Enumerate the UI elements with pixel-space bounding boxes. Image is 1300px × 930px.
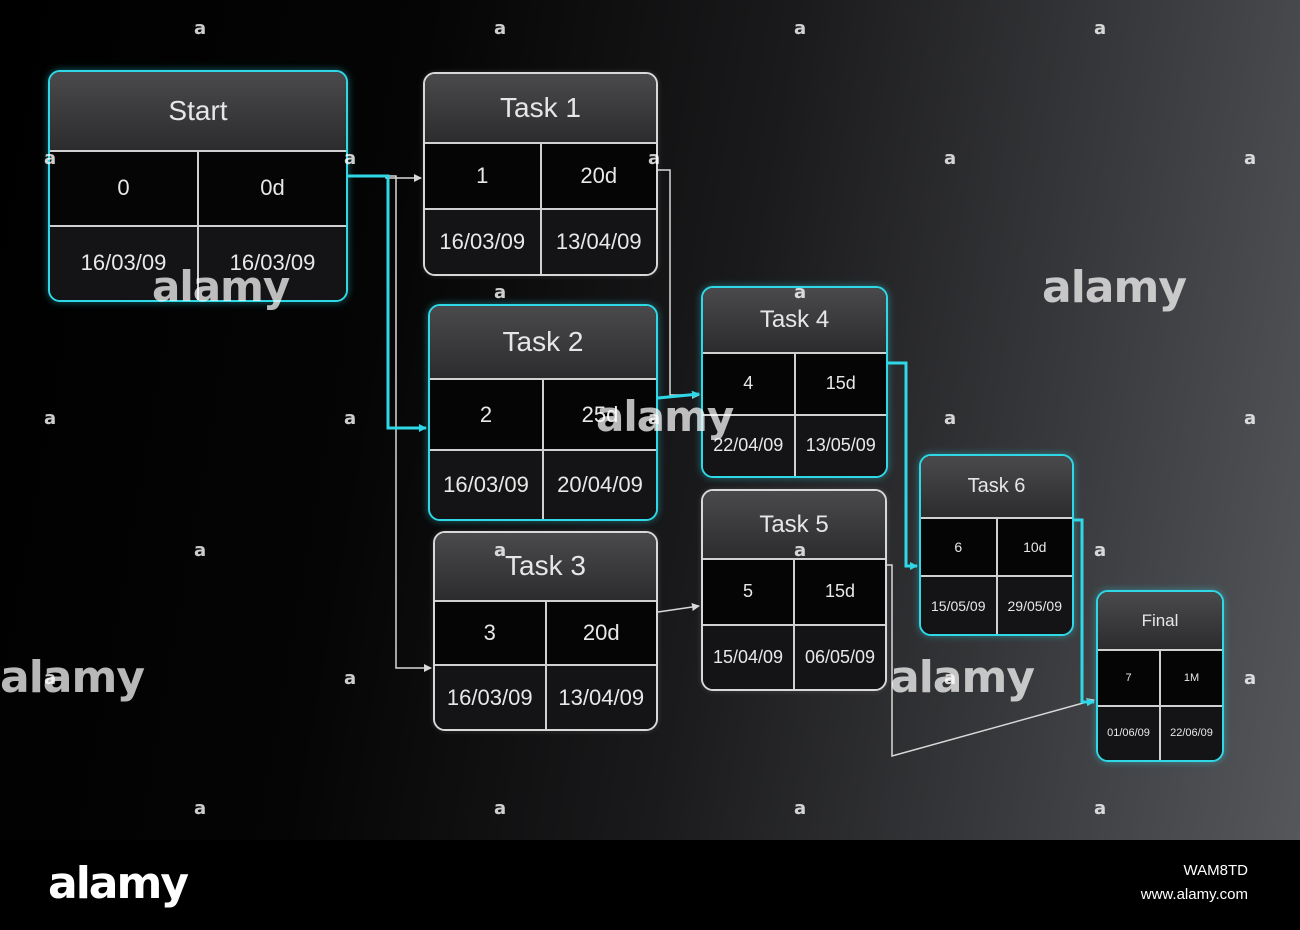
watermark-marker: a [1244,408,1256,429]
node-end-date: 22/06/09 [1159,707,1222,760]
watermark-marker: a [1244,148,1256,169]
watermark-marker: a [794,798,806,819]
watermark-marker: a [1094,540,1106,561]
node-date-row: 16/03/0913/04/09 [425,208,656,274]
node-end-date: 13/04/09 [545,666,657,729]
node-start-date: 15/04/09 [703,626,793,689]
watermark-marker: a [794,18,806,39]
node-id: 5 [703,560,793,623]
watermark-overlay-text: alamy [1042,262,1186,313]
watermark-marker: a [344,408,356,429]
watermark-overlay-text: alamy [596,392,733,441]
node-duration: 0d [197,152,346,225]
node-title: Task 3 [435,533,656,602]
link-task6-final [1074,520,1094,702]
node-title: Task 1 [425,74,656,144]
watermark-marker: a [494,540,506,561]
watermark-marker: a [344,148,356,169]
watermark-overlay-text: alamy [890,652,1034,703]
node-end-date: 13/05/09 [794,416,887,476]
watermark-marker: a [494,18,506,39]
watermark-logo: alamy [48,858,187,909]
watermark-marker: a [344,668,356,689]
node-title: Start [50,72,346,152]
node-duration: 10d [996,519,1073,576]
node-duration: 15d [793,560,885,623]
node-duration: 20d [545,602,657,665]
node-start-date: 16/03/09 [430,451,542,519]
watermark-marker: a [794,540,806,561]
link-start-task2 [348,176,426,428]
node-id: 3 [435,602,545,665]
node-end-date: 29/05/09 [996,577,1073,634]
node-id: 2 [430,380,542,448]
node-end-date: 06/05/09 [793,626,885,689]
watermark-marker: a [944,148,956,169]
watermark-marker: a [194,540,206,561]
node-start-date: 16/03/09 [425,210,540,274]
watermark-marker: a [944,408,956,429]
watermark-overlay-text: alamy [152,262,289,311]
node-duration: 20d [540,144,657,208]
link-task3-task5 [658,606,699,612]
node-start-date: 15/05/09 [921,577,996,634]
node-start-date: 01/06/09 [1098,707,1159,760]
watermark-site: www.alamy.com [1141,886,1248,903]
watermark-overlay-text: alamy [0,652,144,703]
node-id: 6 [921,519,996,576]
watermark-marker: a [494,282,506,303]
watermark-marker: a [648,148,660,169]
watermark-marker: a [794,282,806,303]
node-title: Task 2 [430,306,656,380]
watermark-marker: a [44,408,56,429]
node-duration: 15d [794,354,887,414]
watermark-marker: a [194,798,206,819]
link-task4-task6 [888,363,917,566]
watermark-marker: a [494,798,506,819]
node-id: 0 [50,152,197,225]
node-id: 1 [425,144,540,208]
image-id: WAM8TD [1184,862,1248,879]
node-title: Final [1098,592,1222,651]
link-task1-task4 [658,170,699,395]
node-duration: 1M [1159,651,1222,704]
watermark-marker: a [194,18,206,39]
watermark-marker: a [1094,798,1106,819]
node-title: Task 6 [921,456,1072,519]
watermark-marker: a [1244,668,1256,689]
watermark-marker: a [44,148,56,169]
node-start-date: 16/03/09 [435,666,545,729]
watermark-marker: a [1094,18,1106,39]
node-id: 7 [1098,651,1159,704]
node-end-date: 13/04/09 [540,210,657,274]
node-end-date: 20/04/09 [542,451,656,519]
